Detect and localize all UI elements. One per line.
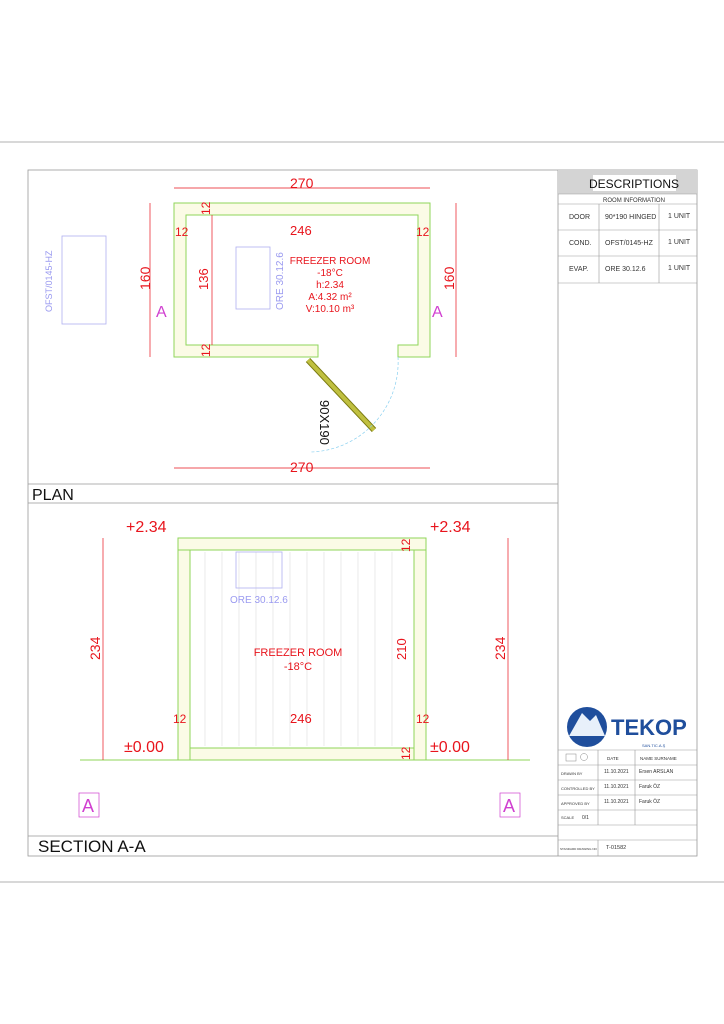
dim-width-inner: 246 <box>290 711 312 726</box>
name-controlled: Faruk ÖZ <box>639 783 660 790</box>
projection-symbol-icon <box>565 753 577 762</box>
name-approved: Faruk ÖZ <box>639 798 660 805</box>
floor-level-left: ±0.00 <box>124 739 164 756</box>
section-right-wall <box>413 549 427 761</box>
role-drawn: DRAWN BY <box>561 771 583 776</box>
desc-item: EVAP. <box>569 266 588 273</box>
date-controlled: 11.10.2021 <box>604 784 629 790</box>
dim-section-ceiling: 12 <box>399 538 413 552</box>
desc-text: ORE 30.12.6 <box>605 266 646 273</box>
drawing-frame <box>27 169 698 857</box>
room-temp: -18°C <box>317 268 343 279</box>
door-leaf-fill <box>306 358 376 432</box>
logo-text: TEKOP <box>611 715 687 740</box>
dim-wall-top: 12 <box>199 201 213 215</box>
desc-qty: 1 UNIT <box>668 239 691 246</box>
evaporator-label: ORE 30.12.6 <box>275 252 286 310</box>
panel-joint-lines <box>204 552 393 746</box>
date-approved: 11.10.2021 <box>604 799 629 805</box>
desc-text: OFST/0145-HZ <box>605 240 654 247</box>
dim-height-outer-right: 234 <box>492 636 508 660</box>
top-level-right: +2.34 <box>430 519 471 536</box>
descriptions-title: DESCRIPTIONS <box>589 177 679 191</box>
title-block: TEKOP SAN.TIC.A.Ş DATE NAME SURNAME DRAW… <box>558 707 697 856</box>
condenser-unit <box>61 235 107 325</box>
section-ceiling-panel <box>177 537 427 551</box>
desc-qty: 1 UNIT <box>668 265 691 272</box>
door-swing-arc <box>309 356 399 453</box>
dim-wall-left: 12 <box>175 225 189 239</box>
top-level-left: +2.34 <box>126 519 167 536</box>
dim-outer-width: 270 <box>290 175 314 191</box>
tekop-logo: TEKOP SAN.TIC.A.Ş <box>567 707 687 748</box>
condenser-label: OFST/0145-HZ <box>44 250 54 312</box>
section-room-temp: -18°C <box>284 661 312 673</box>
section-marker-right-label: A <box>503 796 515 816</box>
dim-height-inner: 210 <box>394 638 409 660</box>
dim-section-wall-right: 12 <box>416 712 430 726</box>
name-drawn: Ersen ARSLAN <box>639 769 674 775</box>
dim-inner-width: 246 <box>290 223 312 238</box>
dim-section-floor: 12 <box>399 746 413 760</box>
scale-value: 0/1 <box>582 815 589 821</box>
desc-item: COND. <box>569 240 592 247</box>
section-marker-box-right <box>499 792 521 818</box>
drawing-number: T-01582 <box>606 845 626 851</box>
descriptions-title-box <box>593 175 676 191</box>
projection-circle-icon <box>580 753 588 761</box>
section-floor-panel <box>189 747 415 761</box>
plan-view: PLAN 270 246 12 12 12 12 160 136 160 270… <box>32 175 457 504</box>
section-left-wall <box>177 549 191 761</box>
mountain-icon <box>569 713 605 736</box>
col-name-header: NAME SURNAME <box>640 756 677 761</box>
evaporator-unit <box>235 246 271 310</box>
section-marker-box-left <box>78 792 100 818</box>
descriptions-subtitle: ROOM INFORMATION <box>603 198 665 204</box>
room-height: h:2.34 <box>316 280 344 291</box>
dim-wall-bottom: 12 <box>199 343 213 357</box>
plan-label: PLAN <box>32 487 74 504</box>
drawing-number-label: STANDARD DRAWING NO <box>560 847 598 851</box>
section-room-name: FREEZER ROOM <box>254 647 343 659</box>
col-date-header: DATE <box>607 756 619 761</box>
scale-label: SCALE <box>561 815 574 820</box>
descriptions-table: DESCRIPTIONS ROOM INFORMATION DOOR 90*19… <box>558 170 697 284</box>
dim-height-outer-left: 234 <box>87 636 103 660</box>
dim-outer-depth: 160 <box>137 266 153 290</box>
section-marker-left-label: A <box>82 796 94 816</box>
door-dimension: 90X190 <box>317 400 332 445</box>
dim-outer-depth-right: 160 <box>441 266 457 290</box>
date-drawn: 11.10.2021 <box>604 769 629 775</box>
room-volume: V:10.10 m³ <box>306 304 355 315</box>
section-evaporator <box>235 551 283 589</box>
desc-item: DOOR <box>569 214 590 221</box>
room-area: A:4.32 m² <box>308 292 352 303</box>
role-controlled: CONTROLLED BY <box>561 786 595 791</box>
dim-wall-right: 12 <box>416 225 430 239</box>
dim-section-wall-left: 12 <box>173 712 187 726</box>
section-marker-right: A <box>432 304 443 321</box>
dim-bottom-width: 270 <box>290 459 314 475</box>
desc-qty: 1 UNIT <box>668 213 691 220</box>
desc-text: 90*190 HINGED <box>605 214 656 221</box>
logo-subtext: SAN.TIC.A.Ş <box>642 743 666 748</box>
role-approved: APPROVED BY <box>561 801 590 806</box>
section-evaporator-label: ORE 30.12.6 <box>230 595 288 606</box>
section-label: SECTION A-A <box>38 837 146 856</box>
section-view: SECTION A-A ORE 30.12.6 FREEZER ROOM -18… <box>38 519 530 856</box>
floor-level-right: ±0.00 <box>430 739 470 756</box>
room-name: FREEZER ROOM <box>290 256 371 267</box>
dim-inner-depth: 136 <box>196 268 211 290</box>
plan-walls <box>173 202 431 358</box>
section-marker-left: A <box>156 304 167 321</box>
